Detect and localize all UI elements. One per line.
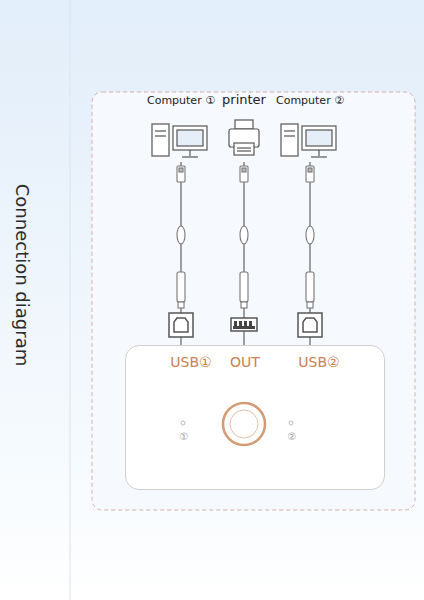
printer-icon	[229, 120, 259, 155]
computer-icon	[152, 124, 207, 157]
printer-node: printer	[214, 92, 274, 162]
computer-node: Computer ②	[273, 94, 347, 162]
indicator-number: ②	[288, 431, 297, 442]
panel-edge	[70, 0, 71, 600]
cable-plugs	[177, 166, 314, 308]
computer-icon	[281, 124, 336, 157]
device-label: printer	[214, 92, 274, 107]
port-label: USB①	[170, 354, 211, 370]
switch-box: USB① OUT USB② ① ②	[125, 345, 385, 490]
computer-node: Computer ①	[144, 94, 218, 162]
switch-fill	[125, 345, 385, 490]
device-label: Computer ②	[273, 94, 347, 107]
dashed-frame	[92, 92, 415, 510]
diagram-title: Connection diagram	[12, 184, 33, 366]
indicator-number: ①	[180, 431, 189, 442]
port-label: OUT	[230, 354, 260, 370]
device-label: Computer ①	[144, 94, 218, 107]
switch-face	[181, 403, 293, 445]
port-label: USB②	[298, 354, 339, 370]
port-symbols	[169, 313, 322, 337]
